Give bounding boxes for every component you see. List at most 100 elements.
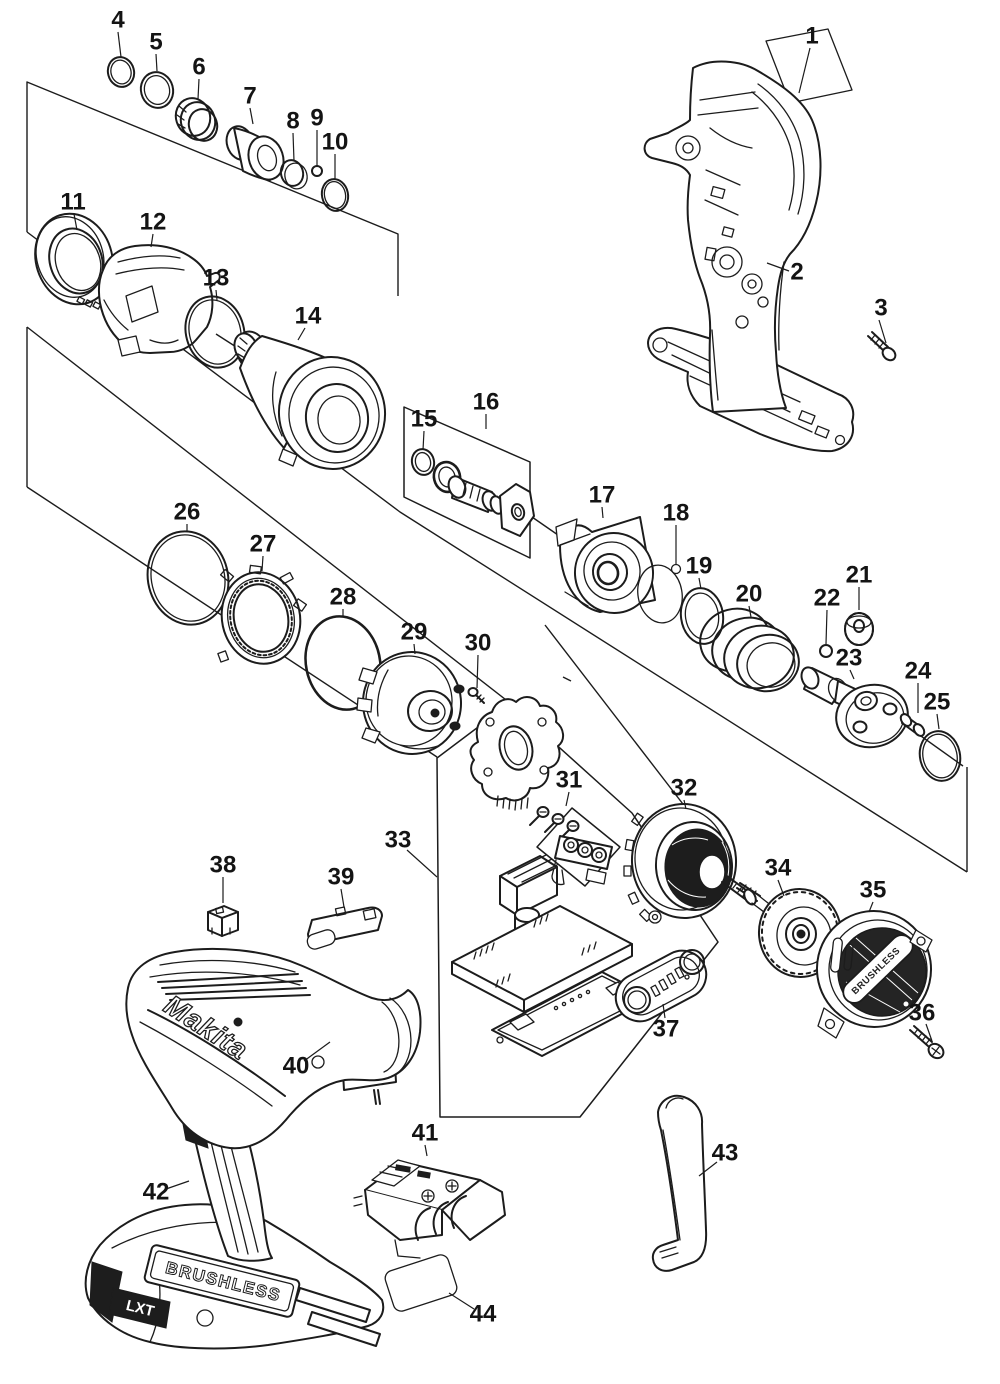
part-number-38: 38 <box>210 852 237 879</box>
part-leader-19 <box>698 577 702 590</box>
part-number-18: 18 <box>663 500 690 527</box>
part-leader-22 <box>825 609 828 645</box>
part-number-4: 4 <box>111 7 125 34</box>
part-number-30: 30 <box>465 630 492 657</box>
part-number-28: 28 <box>330 584 357 611</box>
part-37-led-circuit <box>614 949 708 1023</box>
part-number-22: 22 <box>814 585 841 612</box>
part-number-35: 35 <box>860 877 887 904</box>
part-13-ring <box>184 295 246 369</box>
part-38-button <box>207 905 239 937</box>
part-number-7: 7 <box>243 83 256 110</box>
part-41-terminal <box>353 1159 506 1259</box>
part-12-hammer-case-cover <box>98 244 221 357</box>
construction-line-6 <box>26 326 511 704</box>
construction-line-9 <box>544 624 687 809</box>
part-9-ball <box>311 165 323 177</box>
part-number-27: 27 <box>250 531 277 558</box>
part-leader-15 <box>422 430 425 451</box>
part-number-12: 12 <box>140 209 167 236</box>
part-leader-7 <box>249 107 254 125</box>
part-number-5: 5 <box>149 29 162 56</box>
part-leader-40 <box>303 1041 331 1062</box>
part-leader-25 <box>936 713 940 730</box>
part-leader-23 <box>849 669 855 680</box>
part-30-screw <box>467 687 485 704</box>
part-number-32: 32 <box>671 775 698 802</box>
part-leader-6 <box>197 78 200 100</box>
part-leader-8 <box>292 132 295 162</box>
group-box-controller-33 <box>436 702 719 1118</box>
handle-upper-shell: Makita <box>125 947 422 1150</box>
part-8-ring <box>279 159 308 190</box>
part-36-screw <box>909 1025 945 1060</box>
part-1-label-sticker <box>765 28 853 104</box>
part-39-switch-lever <box>306 906 383 950</box>
controller-pcb <box>491 971 653 1057</box>
part-number-17: 17 <box>589 482 616 509</box>
part-number-6: 6 <box>192 54 205 81</box>
part-leader-20 <box>748 605 752 618</box>
screw-trio <box>529 806 580 840</box>
part-leader-3 <box>878 319 887 344</box>
construction-line-8 <box>531 516 559 536</box>
part-27-internal-gear <box>217 564 308 665</box>
construction-line-1 <box>26 81 399 296</box>
part-22-ball <box>819 644 833 658</box>
part-leader-27 <box>261 555 264 572</box>
part-5-ring <box>139 71 175 109</box>
part-leader-36 <box>925 1023 933 1042</box>
part-31-terminal-screws <box>529 806 613 886</box>
part-number-43: 43 <box>712 1140 739 1167</box>
part-number-23: 23 <box>836 645 863 672</box>
part-number-9: 9 <box>310 105 323 132</box>
part-leader-35 <box>868 901 874 913</box>
part-number-11: 11 <box>60 189 85 216</box>
part-7-bushing <box>225 125 285 181</box>
part-leader-17 <box>601 506 604 519</box>
part-number-39: 39 <box>328 864 355 891</box>
part-24-pin <box>899 713 926 737</box>
part-number-34: 34 <box>765 855 792 882</box>
part-leader-32 <box>683 799 687 810</box>
part-number-31: 31 <box>556 767 583 794</box>
part-14-hammer-case <box>233 330 387 470</box>
part-19-washer <box>679 587 725 645</box>
part-number-16: 16 <box>473 389 500 416</box>
part-number-19: 19 <box>686 553 713 580</box>
part-leader-41 <box>424 1144 428 1157</box>
part-number-25: 25 <box>924 689 951 716</box>
part-44-label <box>384 1254 458 1312</box>
part-leader-37 <box>662 1003 666 1019</box>
part-number-42: 42 <box>143 1179 170 1206</box>
part-17-hammer <box>555 516 656 614</box>
part-35-rear-cover: BRUSHLESS <box>815 910 933 1039</box>
part-number-44: 44 <box>470 1301 497 1328</box>
part-leader-30 <box>476 654 479 689</box>
part-3-screw <box>867 331 897 362</box>
part-20-spring <box>699 607 800 693</box>
part-leader-39 <box>340 888 345 908</box>
part-leader-29 <box>413 643 416 655</box>
part-leader-34 <box>777 879 785 897</box>
part-2-housing <box>643 60 855 453</box>
construction-line-13 <box>562 676 572 682</box>
part-number-36: 36 <box>909 1000 936 1027</box>
part-number-21: 21 <box>846 562 873 589</box>
part-leader-33 <box>406 849 438 878</box>
part-leader-2 <box>766 262 790 272</box>
part-leader-13 <box>215 289 218 301</box>
part-leader-44 <box>448 1292 475 1310</box>
part-leader-14 <box>297 327 306 341</box>
part-28-o-ring <box>304 615 382 711</box>
group-box-anvil-15-16 <box>403 406 531 559</box>
part-number-40: 40 <box>283 1053 310 1080</box>
part-number-24: 24 <box>905 658 932 685</box>
part-leader-1 <box>798 47 811 94</box>
part-25-o-ring <box>918 730 962 782</box>
part-32-stator <box>623 803 761 924</box>
part-16-anvil <box>447 475 535 537</box>
part-11-bearing-retainer <box>34 212 114 310</box>
